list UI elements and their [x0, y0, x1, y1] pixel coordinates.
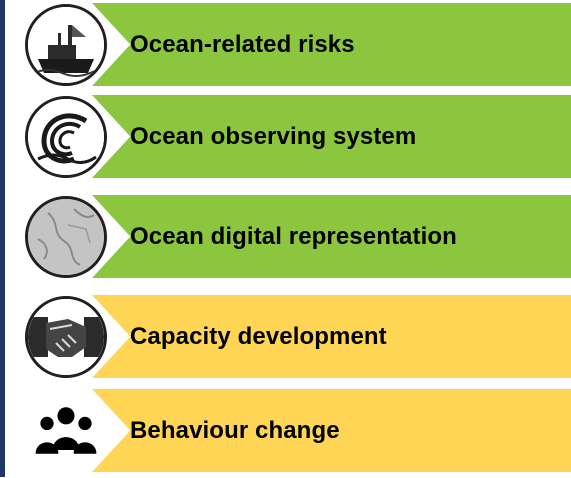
handshake-icon [25, 296, 107, 378]
banner-yellow: Capacity development [92, 295, 571, 378]
banner-green: Ocean observing system [92, 95, 571, 178]
item-label: Capacity development [130, 322, 387, 350]
item-ocean-related-risks: Ocean-related risks [22, 0, 571, 92]
item-label: Behaviour change [130, 416, 340, 444]
left-border-line [0, 0, 5, 477]
item-ocean-observing-system: Ocean observing system [22, 92, 571, 184]
map-icon [25, 196, 107, 278]
banner-yellow: Behaviour change [92, 389, 571, 472]
banner-green: Ocean digital representation [92, 195, 571, 278]
item-ocean-digital-representation: Ocean digital representation [22, 192, 571, 284]
item-capacity-development: Capacity development [22, 292, 571, 384]
ship-icon [25, 4, 107, 86]
item-behaviour-change: Behaviour change [22, 386, 571, 478]
item-label: Ocean digital representation [130, 222, 457, 250]
people-icon [25, 390, 107, 472]
item-label: Ocean observing system [130, 122, 417, 150]
banner-green: Ocean-related risks [92, 3, 571, 86]
item-label: Ocean-related risks [130, 30, 355, 58]
wave-icon [25, 96, 107, 178]
